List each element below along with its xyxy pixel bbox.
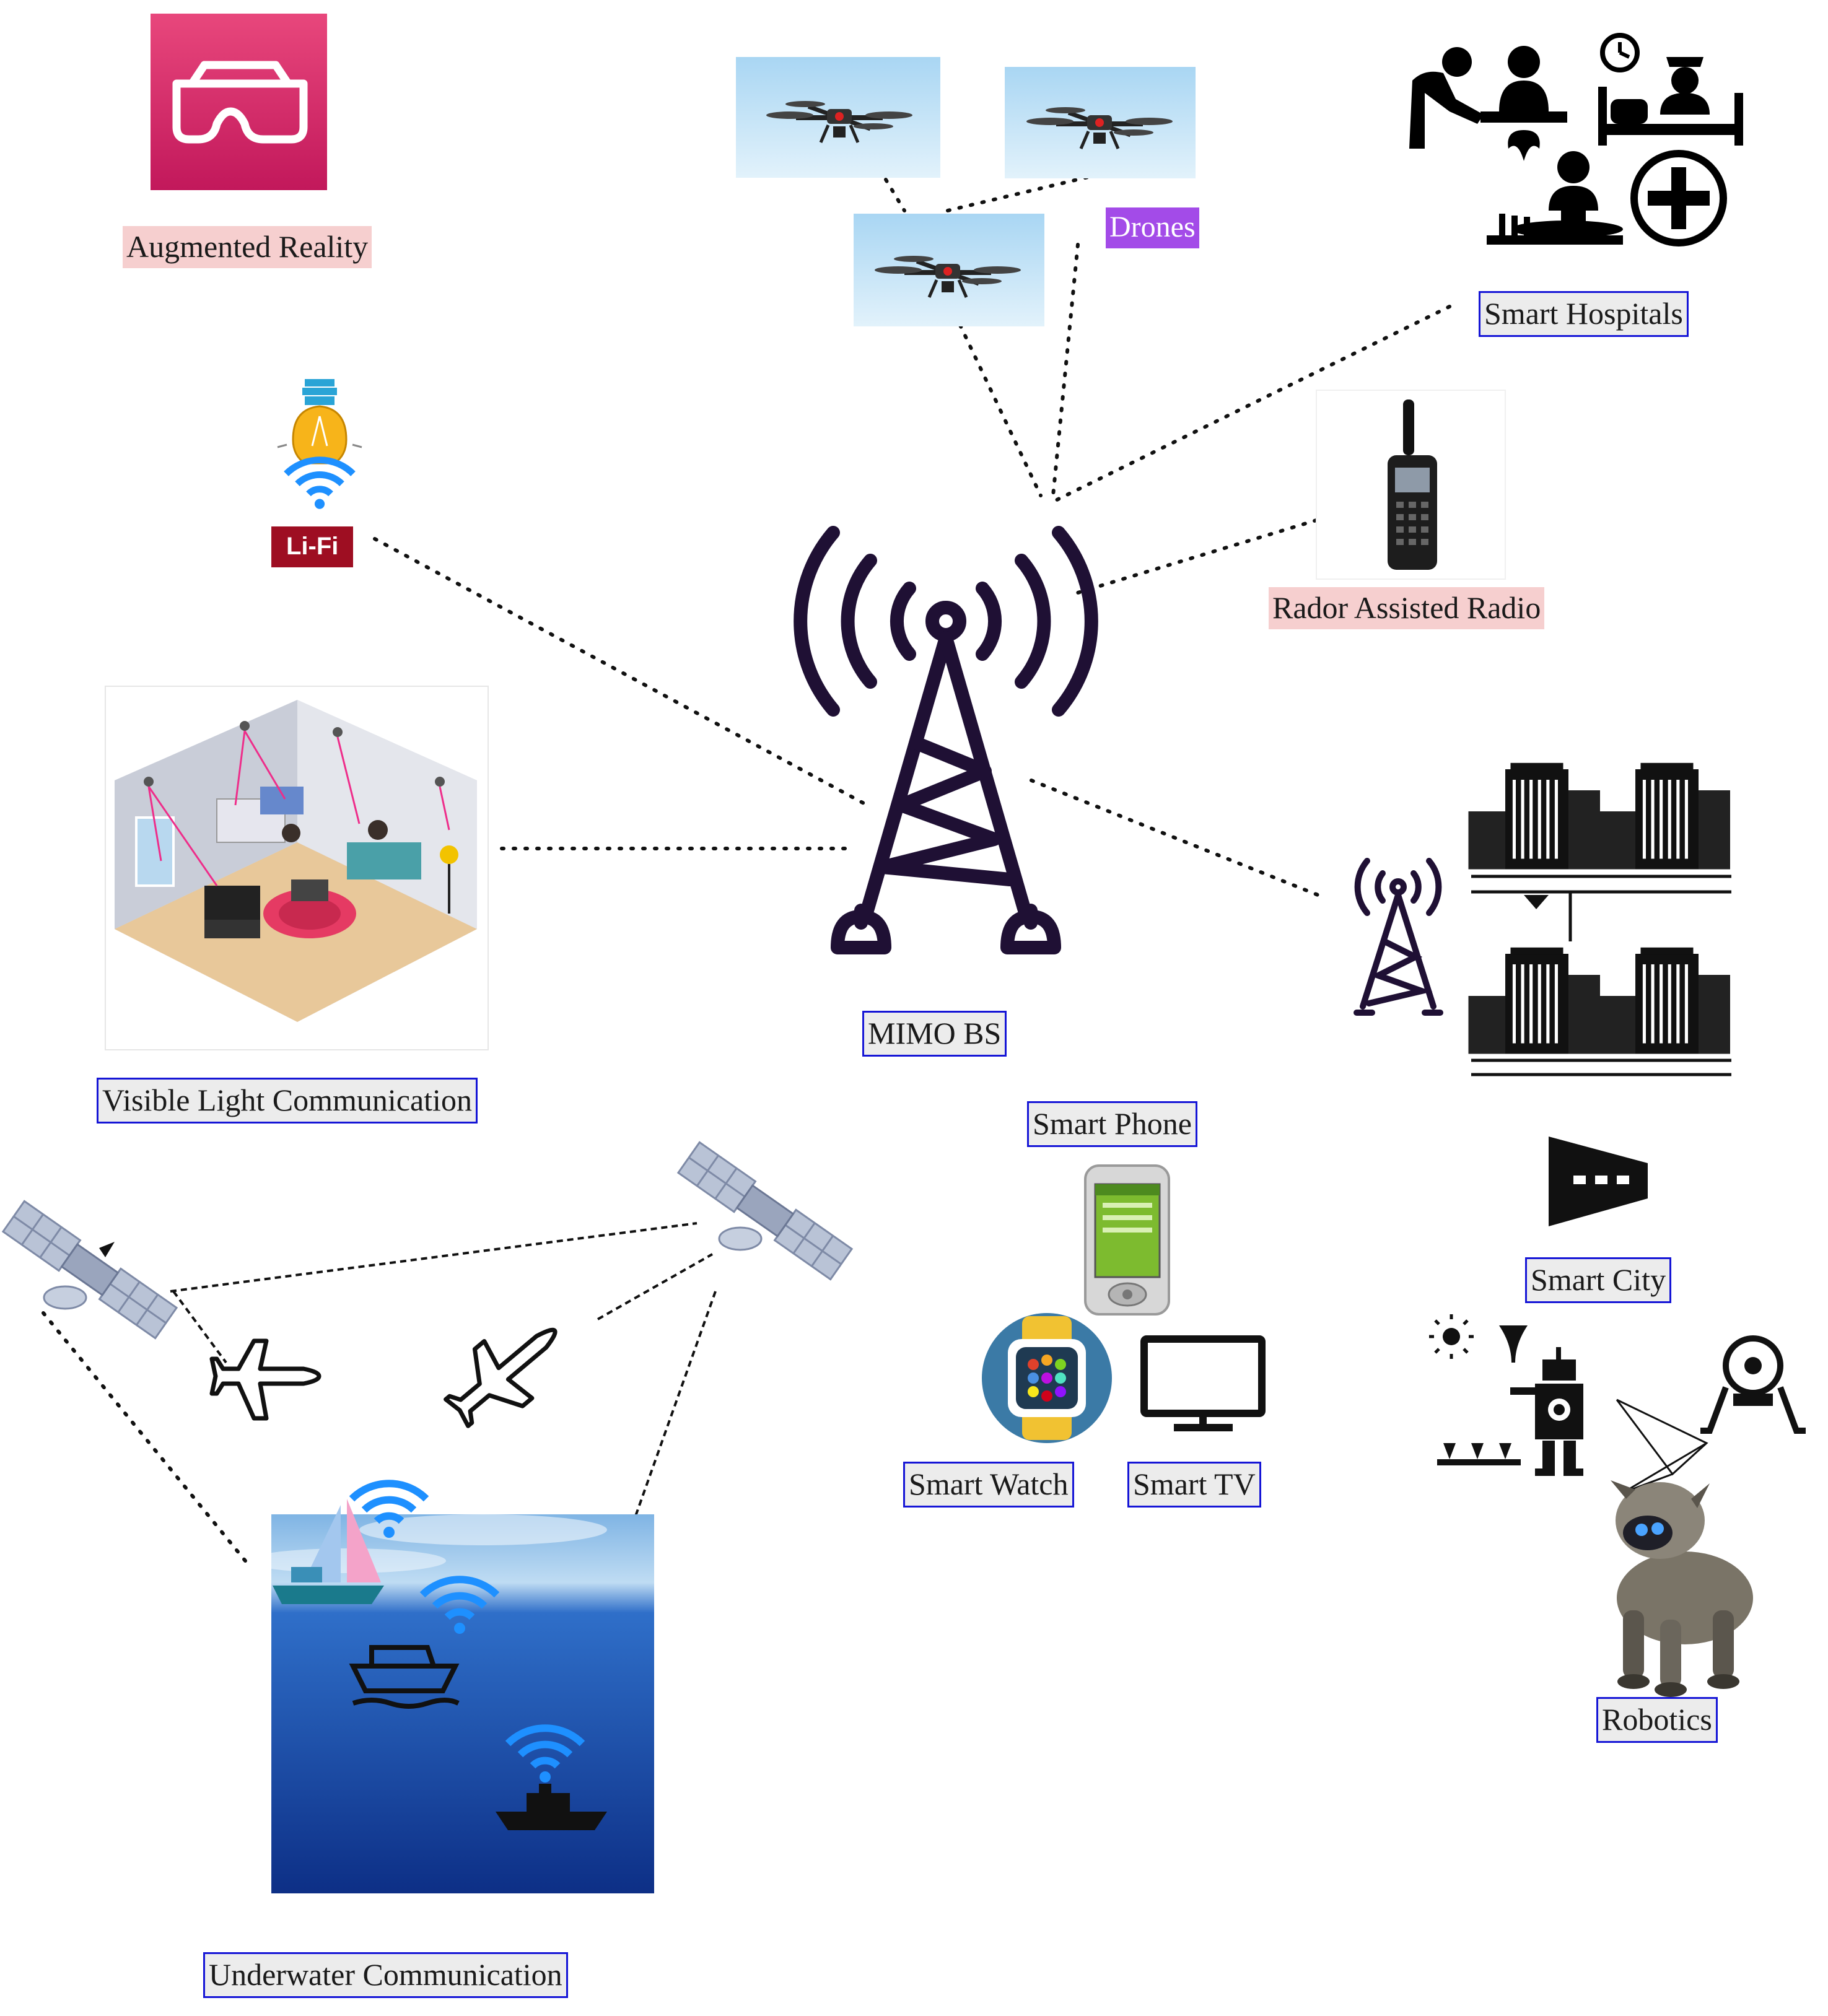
ar-node <box>151 14 327 190</box>
link-drones-bs-2 <box>1051 243 1080 497</box>
center-label-mimo-bs: MIMO BS <box>862 1011 1007 1057</box>
node-label-tv: Smart TV <box>1127 1462 1261 1508</box>
airplane-icon <box>209 1338 321 1421</box>
node-label-vlc: Visible Light Communication <box>97 1078 478 1124</box>
smart-room-icon <box>105 686 489 1050</box>
link-sat-plane <box>172 1290 227 1364</box>
medical-care-icon <box>1409 33 1743 247</box>
monitor-icon <box>1140 1335 1266 1431</box>
smartwatch-icon <box>982 1313 1112 1443</box>
ocean-icon <box>248 1483 654 1893</box>
node-label-phone: Smart Phone <box>1027 1101 1197 1147</box>
node-label-radio: Rador Assisted Radio <box>1269 587 1545 629</box>
link-drone-a <box>884 178 906 212</box>
airplane-icon-2 <box>444 1327 558 1428</box>
drones-node <box>736 57 1196 326</box>
robot-icon <box>1429 1314 1806 1697</box>
city-buildings-icon <box>1354 762 1731 1226</box>
link-lifi-bs <box>373 537 869 807</box>
node-label-watch: Smart Watch <box>903 1462 1074 1508</box>
node-label-city: Smart City <box>1525 1257 1672 1303</box>
smartphone-icon <box>1084 1164 1170 1316</box>
link-radio-bs <box>1070 518 1318 596</box>
link-sat-underwater <box>42 1311 250 1566</box>
submarine-icon <box>496 1784 607 1830</box>
sailboat-icon <box>273 1499 384 1604</box>
vr-headset-icon <box>172 79 308 144</box>
satellite-icon <box>2 1141 853 1340</box>
light-bulb-wifi-icon <box>277 379 362 509</box>
walkie-talkie-icon <box>1316 390 1506 580</box>
node-label-lifi: Li-Fi <box>271 526 354 567</box>
connectors <box>42 175 1451 1566</box>
node-label-robotics: Robotics <box>1596 1697 1718 1743</box>
link-sat-sat <box>170 1222 698 1293</box>
node-label-hospitals: Smart Hospitals <box>1479 291 1689 337</box>
link-city-bs <box>1030 779 1327 900</box>
link-plane-sat <box>597 1253 713 1320</box>
link-drones-bs <box>958 323 1043 497</box>
link-hospitals-bs <box>1051 305 1451 504</box>
node-label-underwater: Underwater Communication <box>203 1952 568 1998</box>
cell-tower-icon <box>794 526 1098 954</box>
ship-icon <box>349 1645 460 1709</box>
node-label-ar: Augmented Reality <box>123 226 372 268</box>
node-label-drones: Drones <box>1106 207 1199 248</box>
robot-dog-icon <box>1611 1480 1753 1697</box>
link-drone-b <box>946 175 1092 212</box>
